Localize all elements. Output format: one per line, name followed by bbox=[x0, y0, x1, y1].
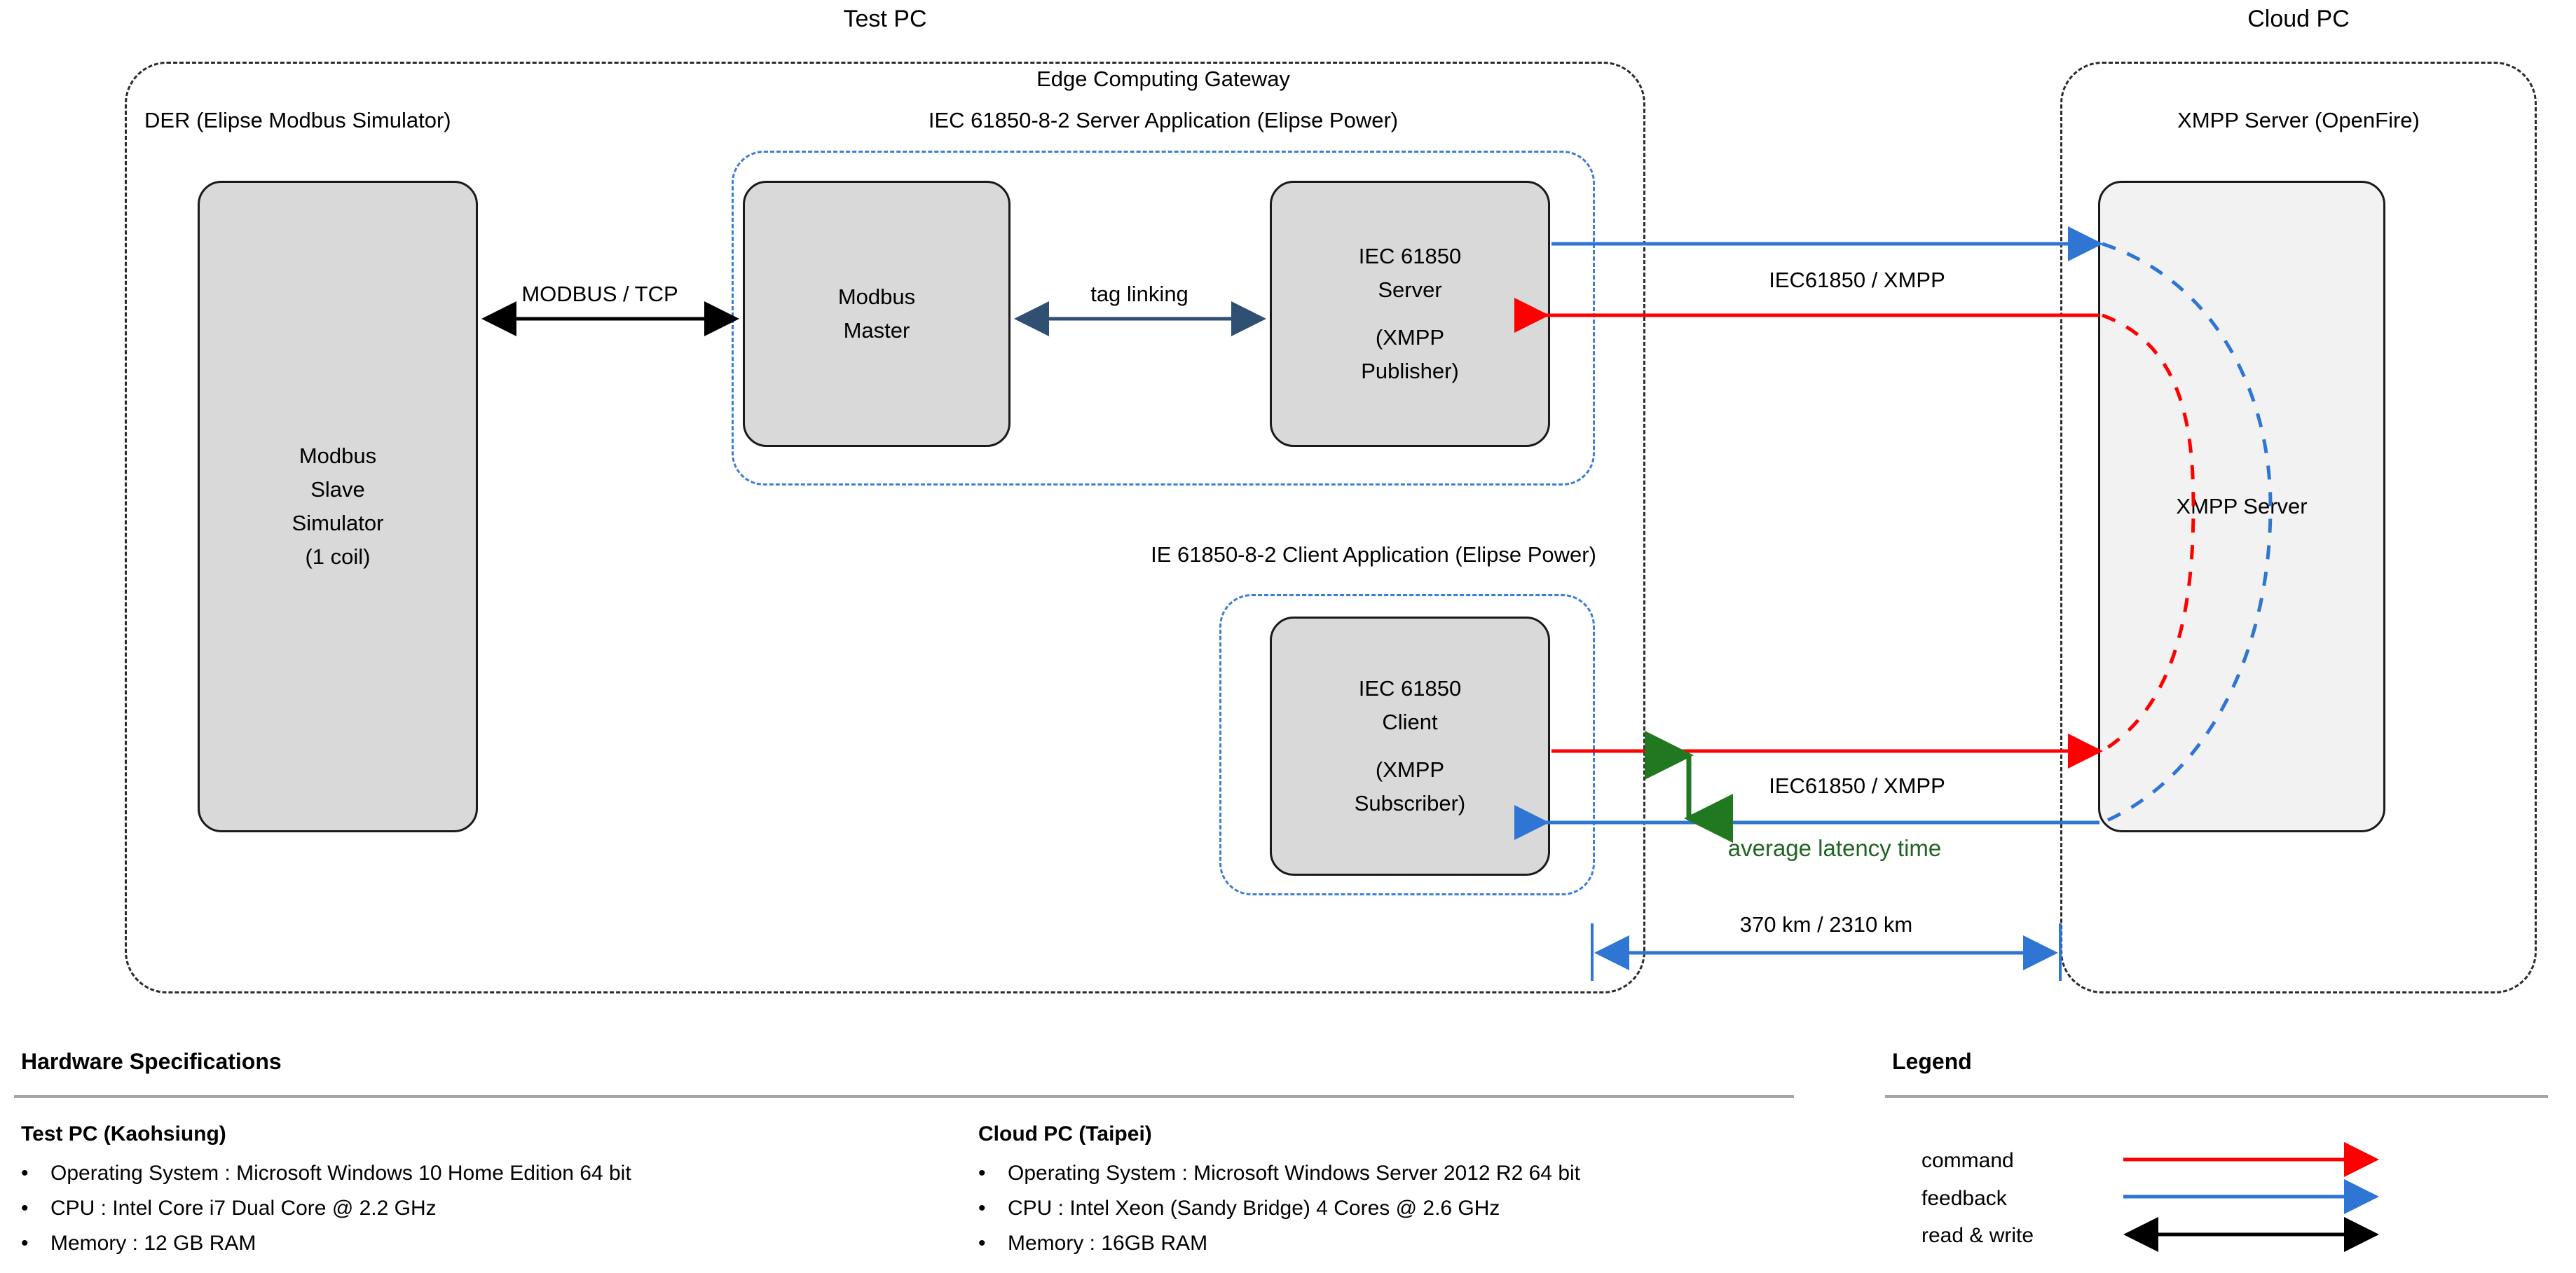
legend-divider bbox=[1885, 1095, 2548, 1098]
edge-gateway-caption-line2: IEC 61850-8-2 Server Application (Elipse… bbox=[928, 108, 1399, 132]
xmpp-server-caption: XMPP Server (OpenFire) bbox=[2177, 108, 2420, 132]
modbus-slave-line-4: (1 coil) bbox=[305, 544, 371, 570]
client-app-caption: IE 61850-8-2 Client Application (Elipse … bbox=[1151, 542, 1596, 567]
legend-label-feedback: feedback bbox=[1921, 1187, 2007, 1210]
specs-divider bbox=[14, 1095, 1794, 1098]
modbus-master-box[interactable]: Modbus Master bbox=[743, 181, 1010, 447]
iec-xmpp-top-label: IEC61850 / XMPP bbox=[1769, 268, 1945, 292]
spec-item-test-pc-os: • Operating System : Microsoft Windows 1… bbox=[21, 1162, 631, 1185]
modbus-master-line-2: Master bbox=[843, 318, 910, 343]
iec-server-line-2: Server bbox=[1378, 277, 1442, 302]
bullet-icon: • bbox=[978, 1232, 986, 1255]
iec-xmpp-bottom-label: IEC61850 / XMPP bbox=[1769, 773, 1945, 798]
iec-61850-server-box[interactable]: IEC 61850 Server (XMPP Publisher) bbox=[1270, 181, 1550, 447]
spec-item-cloud-pc-memory: • Memory : 16GB RAM bbox=[978, 1232, 1208, 1255]
iec-client-line-3 bbox=[1355, 739, 1466, 753]
iec-client-line-1: IEC 61850 bbox=[1358, 675, 1462, 701]
client-app-group bbox=[1219, 594, 1595, 895]
average-latency-label: average latency time bbox=[1727, 835, 1942, 861]
test-pc-title: Test PC bbox=[843, 6, 927, 32]
spec-column-title-test-pc: Test PC (Kaohsiung) bbox=[21, 1122, 226, 1145]
bullet-icon: • bbox=[978, 1162, 986, 1185]
tag-linking-label: tag linking bbox=[1090, 282, 1188, 306]
iec-client-line-5: Subscriber) bbox=[1354, 791, 1466, 816]
iec-client-line-2: Client bbox=[1382, 709, 1438, 734]
iec-server-line-3 bbox=[1359, 307, 1462, 321]
bullet-icon: • bbox=[21, 1232, 29, 1255]
cloud-pc-group bbox=[2060, 62, 2537, 993]
test-pc-group bbox=[125, 62, 1645, 993]
modbus-slave-line-1: Modbus bbox=[299, 443, 377, 468]
modbus-slave-line-2: Slave bbox=[310, 476, 365, 502]
der-caption: DER (Elipse Modbus Simulator) bbox=[144, 108, 451, 132]
iec-server-line-1: IEC 61850 bbox=[1358, 243, 1462, 268]
modbus-master-line-1: Modbus bbox=[837, 284, 916, 309]
modbus-tcp-label: MODBUS / TCP bbox=[521, 282, 678, 306]
bullet-icon: • bbox=[21, 1162, 29, 1185]
legend-label-read-write: read & write bbox=[1921, 1224, 2034, 1247]
distance-label: 370 km / 2310 km bbox=[1739, 912, 1913, 937]
iec-server-line-5: Publisher) bbox=[1361, 359, 1459, 384]
iec-server-line-4: (XMPP bbox=[1375, 325, 1445, 350]
xmpp-server-box[interactable]: XMPP Server bbox=[2098, 181, 2385, 832]
bullet-icon: • bbox=[21, 1197, 29, 1220]
hardware-specifications-heading: Hardware Specifications bbox=[21, 1049, 282, 1074]
edge-gateway-caption-line1: Edge Computing Gateway bbox=[1036, 67, 1290, 91]
modbus-slave-line-3: Simulator bbox=[292, 511, 384, 535]
spec-item-test-pc-memory: • Memory : 12 GB RAM bbox=[21, 1232, 256, 1255]
spec-item-cloud-pc-os: • Operating System : Microsoft Windows S… bbox=[978, 1162, 1581, 1185]
iec-client-line-4: (XMPP bbox=[1375, 757, 1445, 782]
spec-item-cloud-pc-cpu: • CPU : Intel Xeon (Sandy Bridge) 4 Core… bbox=[978, 1197, 1500, 1220]
bullet-icon: • bbox=[978, 1197, 986, 1220]
legend-label-command: command bbox=[1921, 1149, 2014, 1172]
modbus-slave-simulator-box[interactable]: Modbus Slave Simulator (1 coil) bbox=[198, 181, 478, 832]
spec-item-test-pc-cpu: • CPU : Intel Core i7 Dual Core @ 2.2 GH… bbox=[21, 1197, 437, 1220]
cloud-pc-title: Cloud PC bbox=[2247, 6, 2350, 32]
xmpp-server-line-1: XMPP Server bbox=[2176, 493, 2308, 518]
iec-61850-client-box[interactable]: IEC 61850 Client (XMPP Subscriber) bbox=[1270, 617, 1550, 876]
legend-heading: Legend bbox=[1892, 1049, 1972, 1074]
spec-column-title-cloud-pc: Cloud PC (Taipei) bbox=[978, 1122, 1152, 1145]
